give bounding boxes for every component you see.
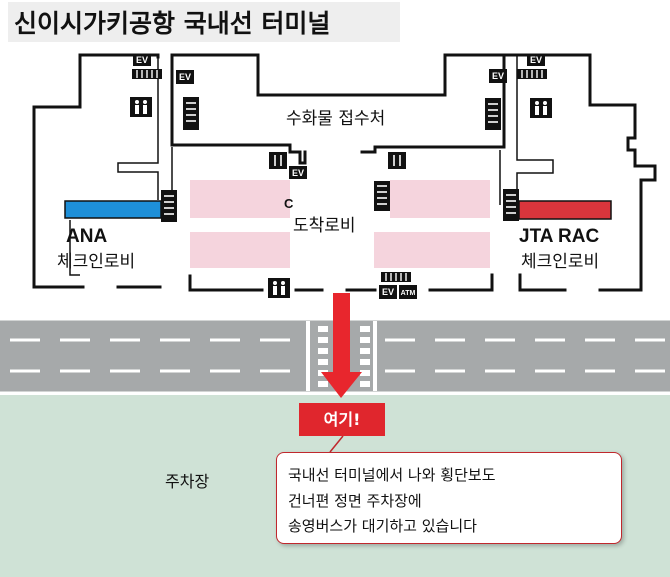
title-banner [8, 2, 400, 42]
ana-checkin-label: 체크인로비 [57, 252, 136, 272]
arrival-area-ul [190, 180, 290, 218]
jta-checkin-label: 체크인로비 [521, 252, 600, 272]
arrival-area-ll [190, 232, 290, 268]
svg-text:EV: EV [530, 55, 542, 65]
ana-counter [64, 200, 162, 219]
callout-line-3: 송영버스가 대기하고 있습니다 [288, 517, 477, 535]
ev-labels: EV EV EV EV EV EV [136, 55, 542, 297]
atm-label: ATM [401, 290, 416, 297]
page-title: 신이시가키공항 국내선 터미널 [14, 9, 331, 38]
arrival-area-ur [390, 180, 490, 218]
c-mark: C [284, 196, 294, 211]
parking-label: 주차장 [165, 472, 210, 491]
jta-name: JTA RAC [519, 226, 600, 247]
restaurant-icon [269, 152, 406, 169]
crosswalk [306, 321, 377, 391]
stairs-steps [136, 70, 543, 281]
svg-text:EV: EV [292, 168, 304, 178]
baggage-label: 수화물 접수처 [286, 109, 386, 129]
svg-text:EV: EV [382, 287, 394, 297]
here-badge: 여기! [299, 403, 385, 436]
svg-text:EV: EV [136, 55, 148, 65]
elevator-icon [133, 54, 545, 299]
arrival-area-lr [374, 232, 490, 268]
callout-line-2: 건너편 정면 주차장에 [288, 492, 422, 510]
ana-name: ANA [66, 226, 108, 247]
lane-markings [10, 338, 665, 373]
svg-text:EV: EV [179, 72, 191, 82]
svg-text:EV: EV [492, 71, 504, 81]
jta-counter [518, 200, 612, 220]
arrival-lobby-label: 도착로비 [293, 216, 356, 236]
restroom-figures [135, 100, 547, 295]
callout-line-1: 국내선 터미널에서 나와 횡단보도 [288, 466, 496, 484]
atm-icon [399, 285, 417, 299]
callout-box [276, 452, 622, 544]
callout-pointer [329, 435, 344, 453]
escalator-steps [164, 102, 516, 215]
arrow-down-icon [321, 293, 362, 398]
